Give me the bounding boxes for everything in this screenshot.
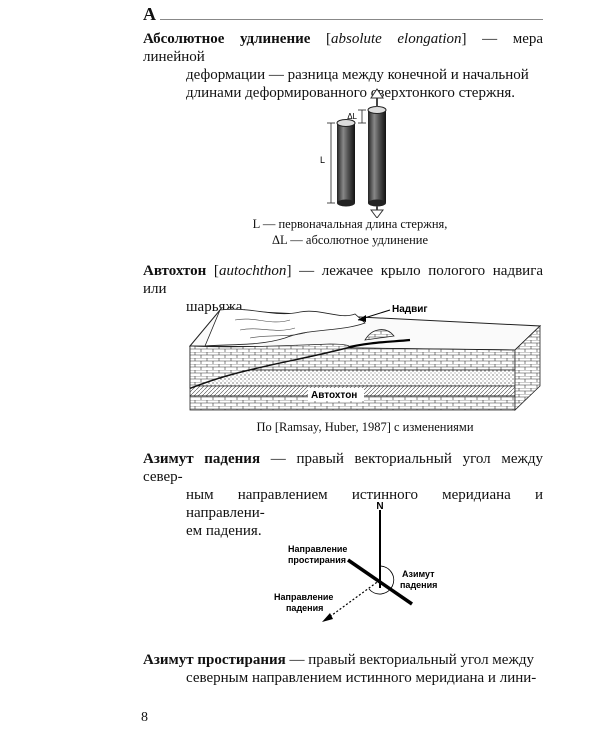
thrust-sheet-relief [204,308,366,347]
klippe [364,329,395,341]
entry-english: autochthon [218,263,287,279]
entry-text: — правый векториальный угол между [289,652,534,668]
entry-autochthon: Автохтон [autochthon] — лежачее крыло по… [143,263,544,315]
entry-strike-azimuth: Азимут простирания — правый векториальны… [143,651,543,687]
entry-term: Автохтон [143,263,207,279]
label-thrust: Надвиг [392,304,428,315]
strike-line [347,558,413,606]
label-autochthon: Автохтон [311,390,357,401]
label-strike: Направление простирания [288,544,350,565]
entry-text: ем падения. [186,523,262,539]
thrust-block-diagram: Надвиг Автохтон [188,304,542,411]
page-number: 8 [141,710,148,725]
caption-line: L — первоначальная длина стержня, [252,217,448,231]
azimuth-arc [368,565,395,595]
tension-arrow-down-icon [370,206,384,218]
entry-term: Азимут простирания [143,652,286,668]
entry-term: Азимут падения [143,451,261,467]
elongated-rod [367,106,387,207]
section-letter: А [143,4,156,24]
dip-arrow-icon [322,613,333,622]
label-dip-azimuth: Азимут падения [400,569,437,590]
thrust-sheet [189,343,350,389]
rod-elongation-figure: L ΔL [320,88,387,218]
entry-text: — правый векториальный угол между север- [143,451,544,485]
entry-term: Абсолютное удлинение [143,31,311,47]
entry-text: — лежачее крыло пологого надвига или [143,263,544,297]
label-dip-direction: Направление падения [274,592,336,613]
delta-length-dimension: ΔL [347,109,366,124]
header-rule [160,19,543,20]
figure1-caption: L — первоначальная длина стержня, ΔL — а… [200,216,500,248]
length-dimension: L [320,122,335,204]
entry-dip-azimuth: Азимут падения — правый векториальный уг… [143,450,543,540]
label-delta-L: ΔL [347,112,357,121]
entry-text: — мера линейной [143,31,544,65]
entry-text: длинами деформированного сверхтонкого ст… [186,85,515,101]
entry-text: северным направлением истинного меридиан… [186,670,537,686]
dip-azimuth-diagram: N Направление простирания Направление па… [274,501,437,622]
right-face [514,325,541,411]
entry-english: absolute elongation [330,31,462,47]
entry-text: деформации — разница между конечной и на… [186,67,529,83]
caption-line: ΔL — абсолютное удлинение [271,233,429,247]
figure2-caption: По [Ramsay, Huber, 1987] с изменениями [256,420,474,434]
label-L: L [320,155,325,165]
entry-absolute-elongation: Абсолютное удлинение [absolute elongatio… [143,31,544,101]
label-north: N [376,501,383,512]
entry-text: ным направлением истинного меридиана и н… [186,487,543,521]
dip-direction-line [327,579,381,619]
original-rod [336,119,356,207]
tension-arrow-up-icon [370,88,384,107]
